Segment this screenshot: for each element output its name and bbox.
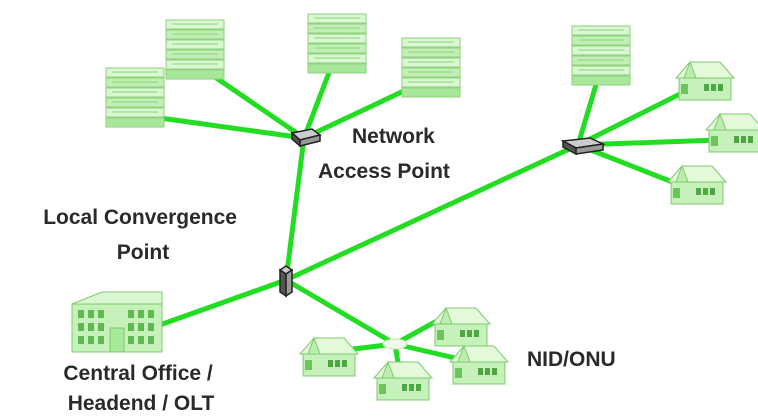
fiber-link (283, 135, 307, 283)
splitter-icon (290, 128, 322, 148)
server-stack-icon (401, 37, 461, 98)
fiber-link (301, 85, 413, 141)
server-stack-icon (105, 67, 165, 128)
fiber-link (157, 115, 307, 141)
fiber-link (575, 87, 691, 148)
server-stack-icon (571, 25, 631, 86)
fiber-link (209, 72, 307, 141)
fiber-link (154, 277, 289, 329)
fiber-link (283, 142, 581, 283)
network-access-point-line-1: Network (352, 125, 435, 148)
local-convergence-point-label: Local Convergence Point (43, 206, 243, 264)
central-office-label: Central Office / Headend / OLT (63, 362, 218, 415)
central-office-line-2: Headend / OLT (68, 392, 215, 415)
server-stack-icon (165, 19, 225, 80)
local-convergence-point-line-1: Local Convergence (43, 206, 237, 229)
house-icon (373, 361, 433, 401)
house-icon (667, 165, 727, 205)
house-icon (675, 61, 735, 101)
nid-onu-label: NID/ONU (527, 348, 616, 371)
office-building-icon (71, 291, 163, 353)
house-icon (431, 307, 491, 347)
server-stack-icon (307, 13, 367, 74)
house-icon (299, 337, 359, 377)
central-office-line-1: Central Office / (63, 362, 213, 385)
fiber-link (283, 277, 398, 347)
network-access-point-line-2: Access Point (318, 160, 450, 183)
fiber-link (575, 75, 601, 148)
fiber-link (301, 67, 333, 141)
house-icon (705, 113, 758, 153)
network-access-point-label: Network Access Point (318, 125, 450, 183)
splitter-icon (278, 265, 294, 298)
local-convergence-point-line-2: Point (117, 241, 170, 264)
splitter-icon (560, 137, 606, 156)
house-icon (449, 345, 509, 385)
nid-splitter-icon (382, 338, 408, 350)
